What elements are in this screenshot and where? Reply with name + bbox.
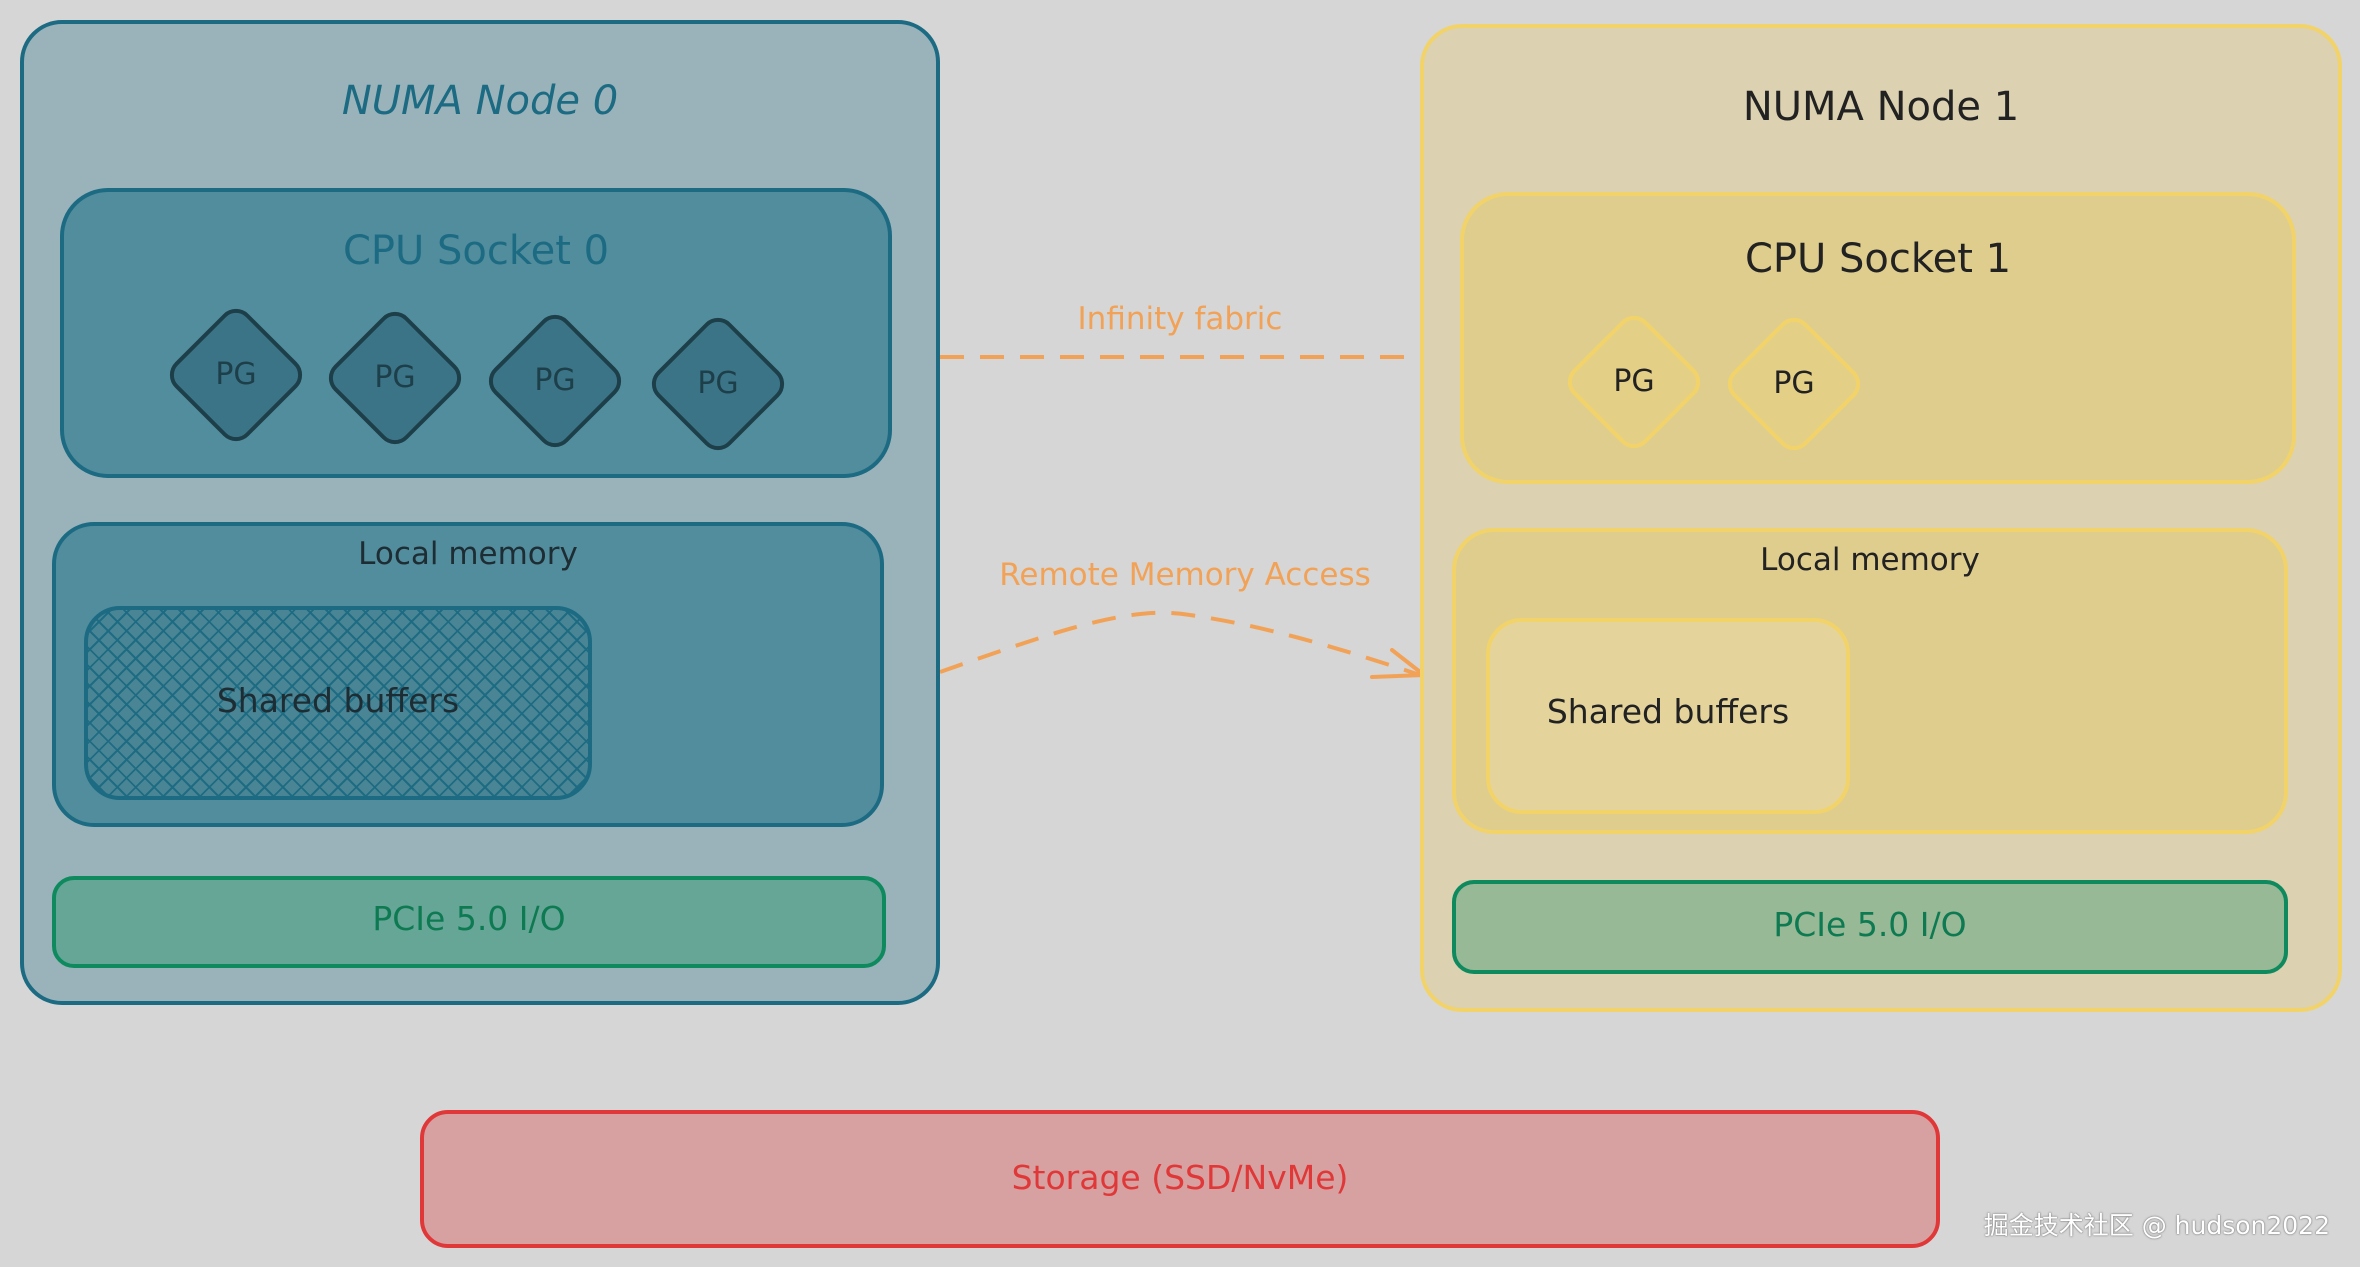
pg-label: PG	[215, 357, 257, 392]
shared-buffers-1	[1486, 618, 1850, 814]
infinity-fabric-label: Infinity fabric	[1077, 301, 1283, 337]
pg-label: PG	[1773, 366, 1815, 401]
local-memory-1-title: Local memory	[1760, 542, 1980, 578]
shared-buffers-1-title: Shared buffers	[1546, 692, 1790, 731]
pg-label: PG	[1613, 364, 1655, 399]
cpu-socket-0-title: CPU Socket 0	[342, 228, 610, 274]
pg-label: PG	[374, 360, 416, 395]
local-memory-0-title: Local memory	[358, 536, 578, 572]
storage-box	[420, 1110, 1940, 1248]
cpu-socket-0	[60, 188, 892, 478]
pg-label: PG	[534, 363, 576, 398]
numa-node-1	[1420, 24, 2342, 1012]
pcie-io-1	[1452, 880, 2288, 974]
remote-memory-access-line	[939, 610, 1421, 677]
pcie-io-0-title: PCIe 5.0 I/O	[372, 899, 566, 938]
cpu-socket-1	[1460, 192, 2296, 484]
remote-memory-access-label: Remote Memory Access	[999, 557, 1371, 593]
cpu-socket-1-title: CPU Socket 1	[1744, 236, 2012, 282]
pcie-io-0	[52, 876, 886, 968]
watermark: 掘金技术社区 @ hudson2022	[1983, 1211, 2330, 1240]
pg-label: PG	[697, 366, 739, 401]
storage-title: Storage (SSD/NvMe)	[1011, 1158, 1349, 1197]
shared-buffers-0	[84, 606, 592, 800]
pcie-io-1-title: PCIe 5.0 I/O	[1773, 905, 1967, 944]
numa-node-0	[20, 20, 940, 1005]
numa-node-0-title: NUMA Node 0	[341, 78, 619, 124]
numa-node-1-title: NUMA Node 1	[1742, 84, 2020, 130]
shared-buffers-0-title: Shared buffers	[216, 681, 460, 720]
